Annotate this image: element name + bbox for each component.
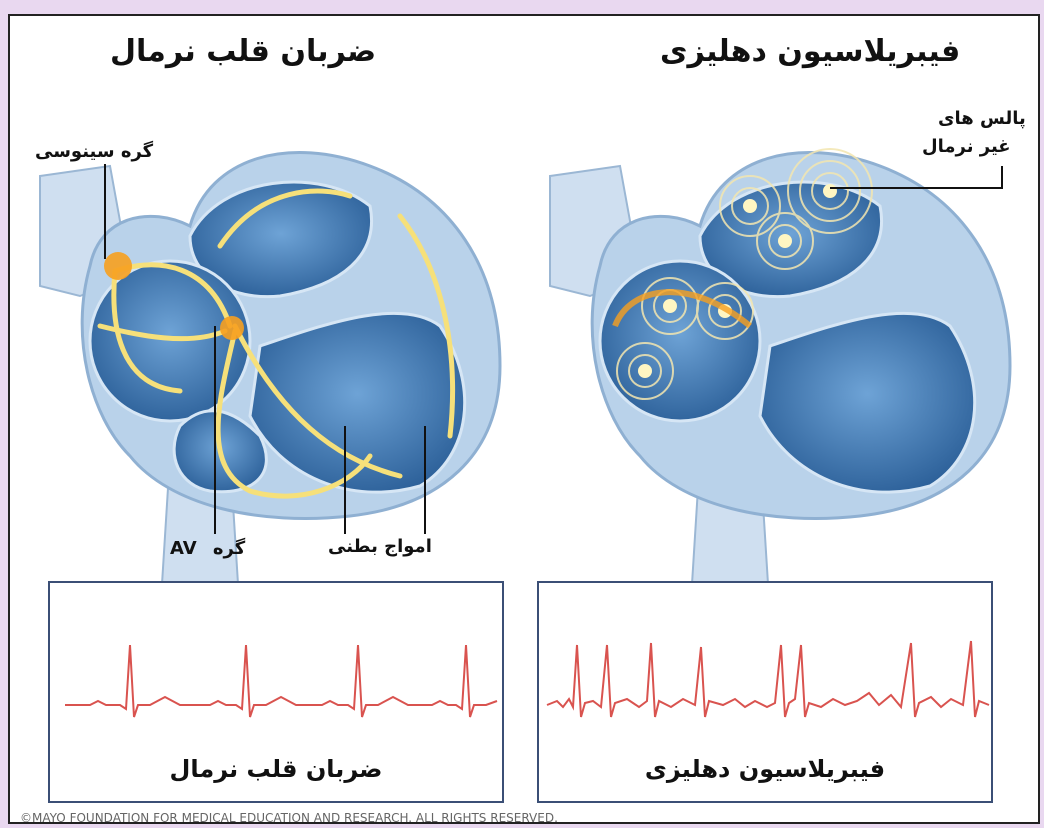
abnormal-pulses-label-line1: پالس های	[938, 108, 1026, 129]
afib-ecg-panel: فیبریلاسیون دهلیزی	[537, 581, 993, 803]
normal-heart-illustration	[20, 96, 540, 616]
afib-title: فیبریلاسیون دهلیزی	[660, 34, 960, 69]
abnormal-pulses-label-line2: غیر نرمال	[922, 136, 1011, 157]
av-node-text: گره	[213, 538, 245, 559]
sinus-node-pointer	[100, 164, 120, 264]
copyright-notice: ©MAYO FOUNDATION FOR MEDICAL EDUCATION A…	[20, 811, 558, 824]
av-node-pointer	[210, 326, 220, 536]
ventricular-waves-label: امواج بطنی	[328, 536, 432, 557]
av-node-label: AV گره	[170, 538, 245, 559]
afib-ecg-caption: فیبریلاسیون دهلیزی	[539, 755, 991, 783]
diagram-frame: ضربان قلب نرمال فیبریلاسیون دهلیزی	[8, 14, 1040, 824]
sinus-node-label: گره سینوسی	[35, 141, 153, 162]
normal-heartbeat-title: ضربان قلب نرمال	[110, 34, 376, 69]
av-node-abbr: AV	[170, 538, 197, 559]
afib-ecg-trace	[539, 583, 991, 763]
normal-ecg-caption: ضربان قلب نرمال	[50, 755, 502, 783]
normal-ecg-trace	[50, 583, 502, 763]
ventricular-waves-pointer	[340, 426, 440, 536]
abnormal-pulses-pointer	[830, 166, 1010, 196]
normal-ecg-panel: ضربان قلب نرمال	[48, 581, 504, 803]
